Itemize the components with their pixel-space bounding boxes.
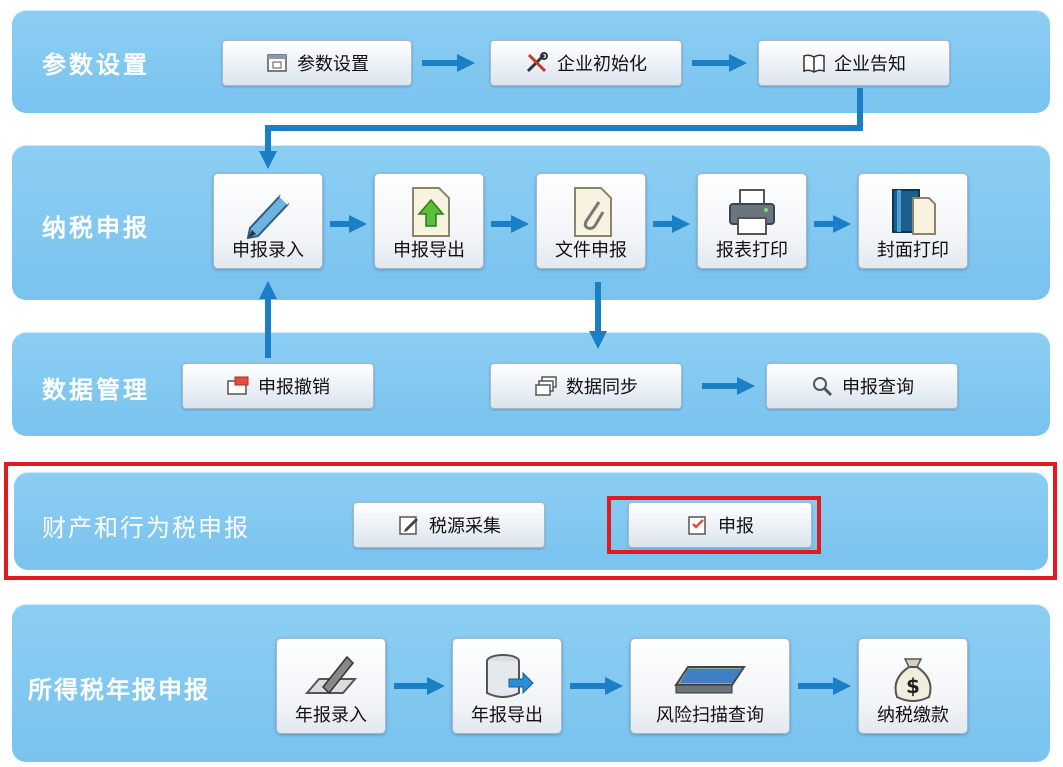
annual-title: 所得税年报申报 [28,676,210,704]
enterprise-init-label: 企业初始化 [557,54,647,75]
enterprise-notice-label: 企业告知 [834,54,906,75]
tax-payment-tile[interactable]: $ 纳税缴款 [858,638,968,734]
annual-entry-tile[interactable]: 年报录入 [276,638,386,734]
report-print-tile[interactable]: 报表打印 [697,173,807,269]
paperclip-document-icon [563,184,619,240]
file-declare-tile[interactable]: 文件申报 [536,173,646,269]
upload-document-icon [401,184,457,240]
cover-print-label: 封面打印 [877,240,949,261]
report-print-label: 报表打印 [716,240,788,261]
edit-note-icon [397,514,421,536]
declare-query-button[interactable]: 申报查询 [766,363,958,409]
property-highlight-frame [4,462,1057,580]
enterprise-init-button[interactable]: 企业初始化 [490,40,682,86]
tax-source-collect-label: 税源采集 [429,516,501,537]
tablet-pen-icon [303,649,359,705]
declare-entry-label: 申报录入 [232,240,304,261]
scanner-icon [670,649,750,705]
data-title: 数据管理 [42,376,150,404]
annual-export-tile[interactable]: 年报导出 [452,638,562,734]
checklist-icon [686,514,710,536]
property-declare-button[interactable]: 申报 [628,502,812,548]
annual-export-label: 年报导出 [471,705,543,726]
database-export-icon [479,649,535,705]
params-settings-button[interactable]: 参数设置 [222,40,412,86]
money-bag-icon: $ [885,649,941,705]
annual-entry-label: 年报录入 [295,705,367,726]
params-settings-label: 参数设置 [297,54,369,75]
book-icon [802,52,826,74]
params-title: 参数设置 [42,51,150,79]
declare-highlight-frame [607,496,821,554]
declare-cancel-label: 申报撤销 [258,377,330,398]
cancel-window-icon [226,375,250,397]
binder-icon [885,184,941,240]
data-sync-button[interactable]: 数据同步 [490,363,682,409]
declare-entry-tile[interactable]: 申报录入 [213,173,323,269]
property-title: 财产和行为税申报 [42,514,250,542]
pen-icon [240,184,296,240]
declare-export-label: 申报导出 [393,240,465,261]
property-declare-label: 申报 [718,516,754,537]
tax-source-collect-button[interactable]: 税源采集 [353,502,545,548]
tax-title: 纳税申报 [42,214,150,242]
declare-query-label: 申报查询 [842,377,914,398]
settings-window-icon [265,52,289,74]
cover-print-tile[interactable]: 封面打印 [858,173,968,269]
file-declare-label: 文件申报 [555,240,627,261]
enterprise-notice-button[interactable]: 企业告知 [758,40,950,86]
data-sync-label: 数据同步 [566,377,638,398]
risk-scan-tile[interactable]: 风险扫描查询 [630,638,790,734]
tax-payment-label: 纳税缴款 [877,705,949,726]
tools-icon [525,52,549,74]
magnifier-icon [810,375,834,397]
declare-cancel-button[interactable]: 申报撤销 [182,363,374,409]
declare-export-tile[interactable]: 申报导出 [374,173,484,269]
risk-scan-label: 风险扫描查询 [656,705,764,726]
stacked-windows-icon [534,375,558,397]
printer-icon [724,184,780,240]
svg-text:$: $ [906,674,920,698]
